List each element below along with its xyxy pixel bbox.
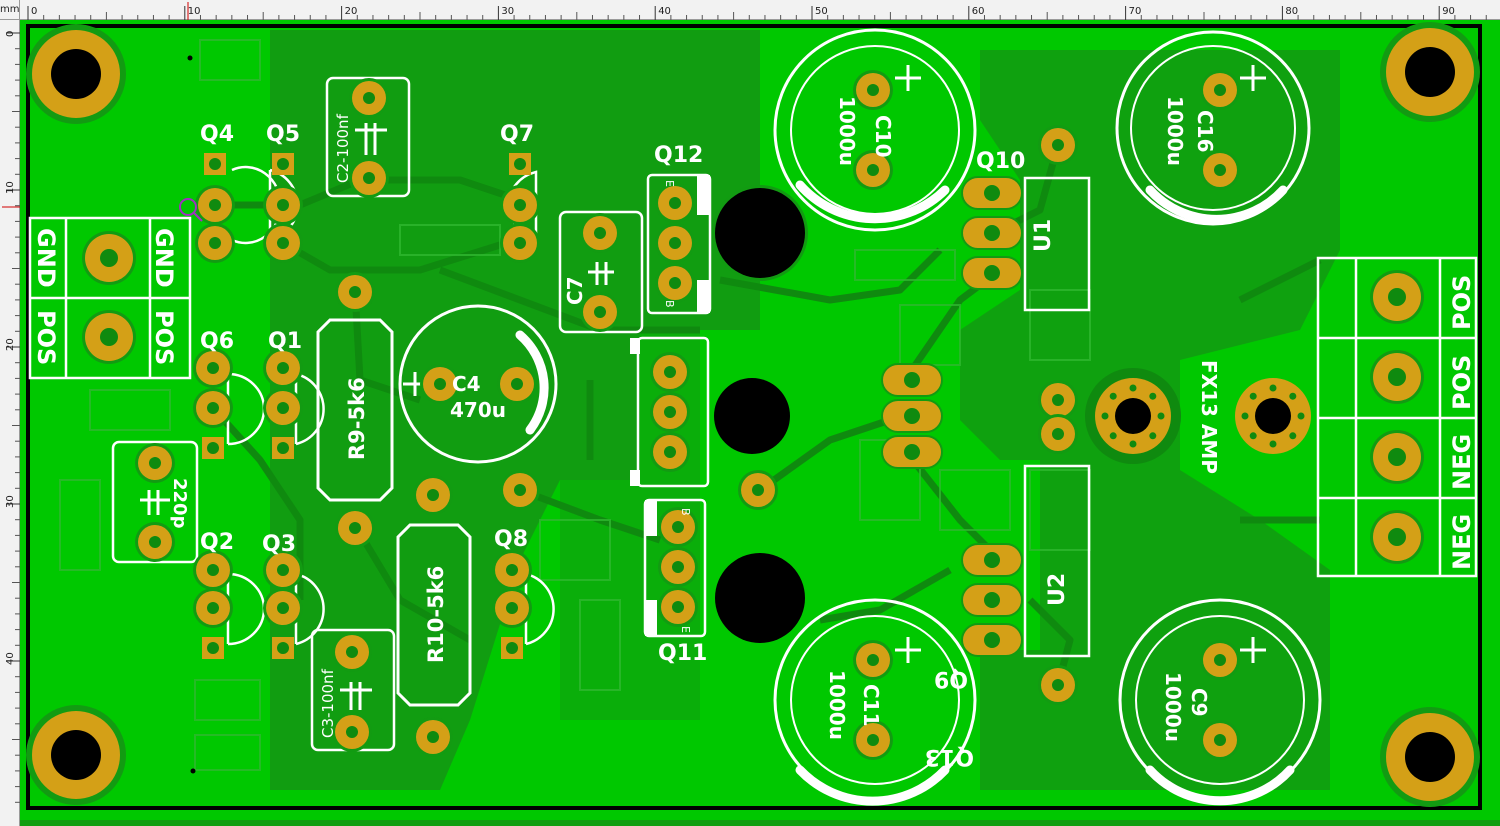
- r9-outline: [316, 318, 394, 502]
- right-label-neg-1: NEG: [1448, 434, 1476, 490]
- label-q13: Q13: [925, 744, 974, 769]
- left-ruler-tick-label: 10: [5, 181, 16, 194]
- label-c16-value: 1000u: [1163, 96, 1187, 166]
- label-c7: C7: [563, 276, 587, 305]
- left-ruler-tick-label: 0: [5, 31, 16, 37]
- label-q7: Q7: [500, 122, 534, 147]
- heatsink-holes: [712, 185, 808, 643]
- top-ruler-tick-label: 80: [1285, 6, 1298, 17]
- top-ruler: 0 10 20 30 40 50 60 70 80 90: [0, 0, 1500, 20]
- c7-outline: [558, 210, 644, 334]
- right-label-pos-1: POS: [1448, 275, 1476, 330]
- left-ruler-tick-label: 40: [5, 652, 16, 665]
- left-connector: [28, 216, 192, 380]
- u1-outline: [1023, 176, 1091, 312]
- left-label-pos-b: POS: [150, 310, 178, 365]
- top-ruler-tick-label: 70: [1129, 6, 1142, 17]
- left-ruler-tick-label: 30: [5, 495, 16, 508]
- u2-outline: [1023, 464, 1091, 658]
- label-c11-value: 1000u: [825, 670, 849, 740]
- pcb-board[interactable]: Q4 Q5 Q7 Q12 Q10 Q6 Q1 Q2 Q3 Q8 Q11 Q9 Q…: [20, 20, 1500, 826]
- r10-outline: [396, 523, 472, 707]
- label-c10-value: 1000u: [835, 96, 859, 166]
- label-u2: U2: [1045, 573, 1070, 606]
- right-label-neg-2: NEG: [1448, 514, 1476, 570]
- q12-outline: [646, 173, 712, 315]
- label-q1: Q1: [268, 329, 302, 354]
- label-c10-ref: C10: [871, 115, 895, 158]
- label-q8: Q8: [494, 527, 528, 552]
- label-q12: Q12: [654, 143, 703, 168]
- label-q10: Q10: [976, 149, 1025, 174]
- pin-b-q11: B: [679, 508, 692, 516]
- top-ruler-tick-label: 90: [1442, 6, 1455, 17]
- label-c2: C2-100nf: [334, 113, 352, 183]
- top-ruler-tick-label: 0: [31, 6, 37, 17]
- c4-outline: [398, 304, 558, 464]
- c16-outline: [1115, 30, 1311, 226]
- label-r10: R10-5k6: [424, 566, 448, 663]
- left-ruler-tick-label: 20: [5, 338, 16, 351]
- top-ruler-tick-label: 40: [658, 6, 671, 17]
- driver-outline: [636, 336, 710, 488]
- label-q3: Q3: [262, 532, 296, 557]
- label-q9: Q9: [934, 666, 968, 691]
- label-q11: Q11: [658, 641, 707, 666]
- label-c4-ref: C4: [452, 372, 481, 396]
- label-q6: Q6: [200, 329, 234, 354]
- pin-e-q11: E: [679, 626, 692, 633]
- label-c16-ref: C16: [1193, 110, 1217, 153]
- pin-e-q12: E: [663, 180, 676, 187]
- label-c9-value: 1000u: [1161, 672, 1185, 742]
- top-ruler-tick-label: 50: [815, 6, 828, 17]
- label-q5: Q5: [266, 122, 300, 147]
- label-r9: R9-5k6: [345, 377, 369, 460]
- top-ruler-tick-label: 60: [972, 6, 985, 17]
- cursor-crosshair: [179, 198, 203, 222]
- ruler-unit: mm: [0, 0, 20, 20]
- right-connector: [1316, 256, 1478, 578]
- c10-outline: [773, 28, 977, 232]
- label-c11-ref: C11: [859, 684, 883, 727]
- output-terminal-left: [1085, 368, 1181, 464]
- left-ruler: 0 10 20 30 40: [0, 20, 20, 826]
- left-label-gnd-b: GND: [150, 228, 178, 288]
- top-ruler-tick-label: 30: [501, 6, 514, 17]
- label-q4: Q4: [200, 122, 234, 147]
- label-u1: U1: [1031, 219, 1056, 252]
- board-outline: [26, 24, 1482, 810]
- left-label-pos-a: POS: [32, 310, 60, 365]
- pcb-canvas[interactable]: Q4 Q5 Q7 Q12 Q10 Q6 Q1 Q2 Q3 Q8 Q11 Q9 Q…: [20, 20, 1500, 826]
- label-c3: C3-100nf: [319, 668, 337, 738]
- label-220p: 220p: [169, 478, 190, 529]
- pin-b-q12: B: [663, 300, 676, 308]
- label-c4-value: 470u: [450, 398, 506, 422]
- top-ruler-tick-label: 10: [188, 6, 201, 17]
- top-ruler-tick-label: 20: [345, 6, 358, 17]
- board-title: FX13 AMP: [1197, 360, 1221, 474]
- mounting-holes: [26, 22, 1480, 807]
- left-label-gnd-a: GND: [32, 228, 60, 288]
- label-q2: Q2: [200, 530, 234, 555]
- label-c9-ref: C9: [1187, 688, 1211, 717]
- q11-outline: [643, 498, 707, 638]
- right-label-pos-2: POS: [1448, 355, 1476, 410]
